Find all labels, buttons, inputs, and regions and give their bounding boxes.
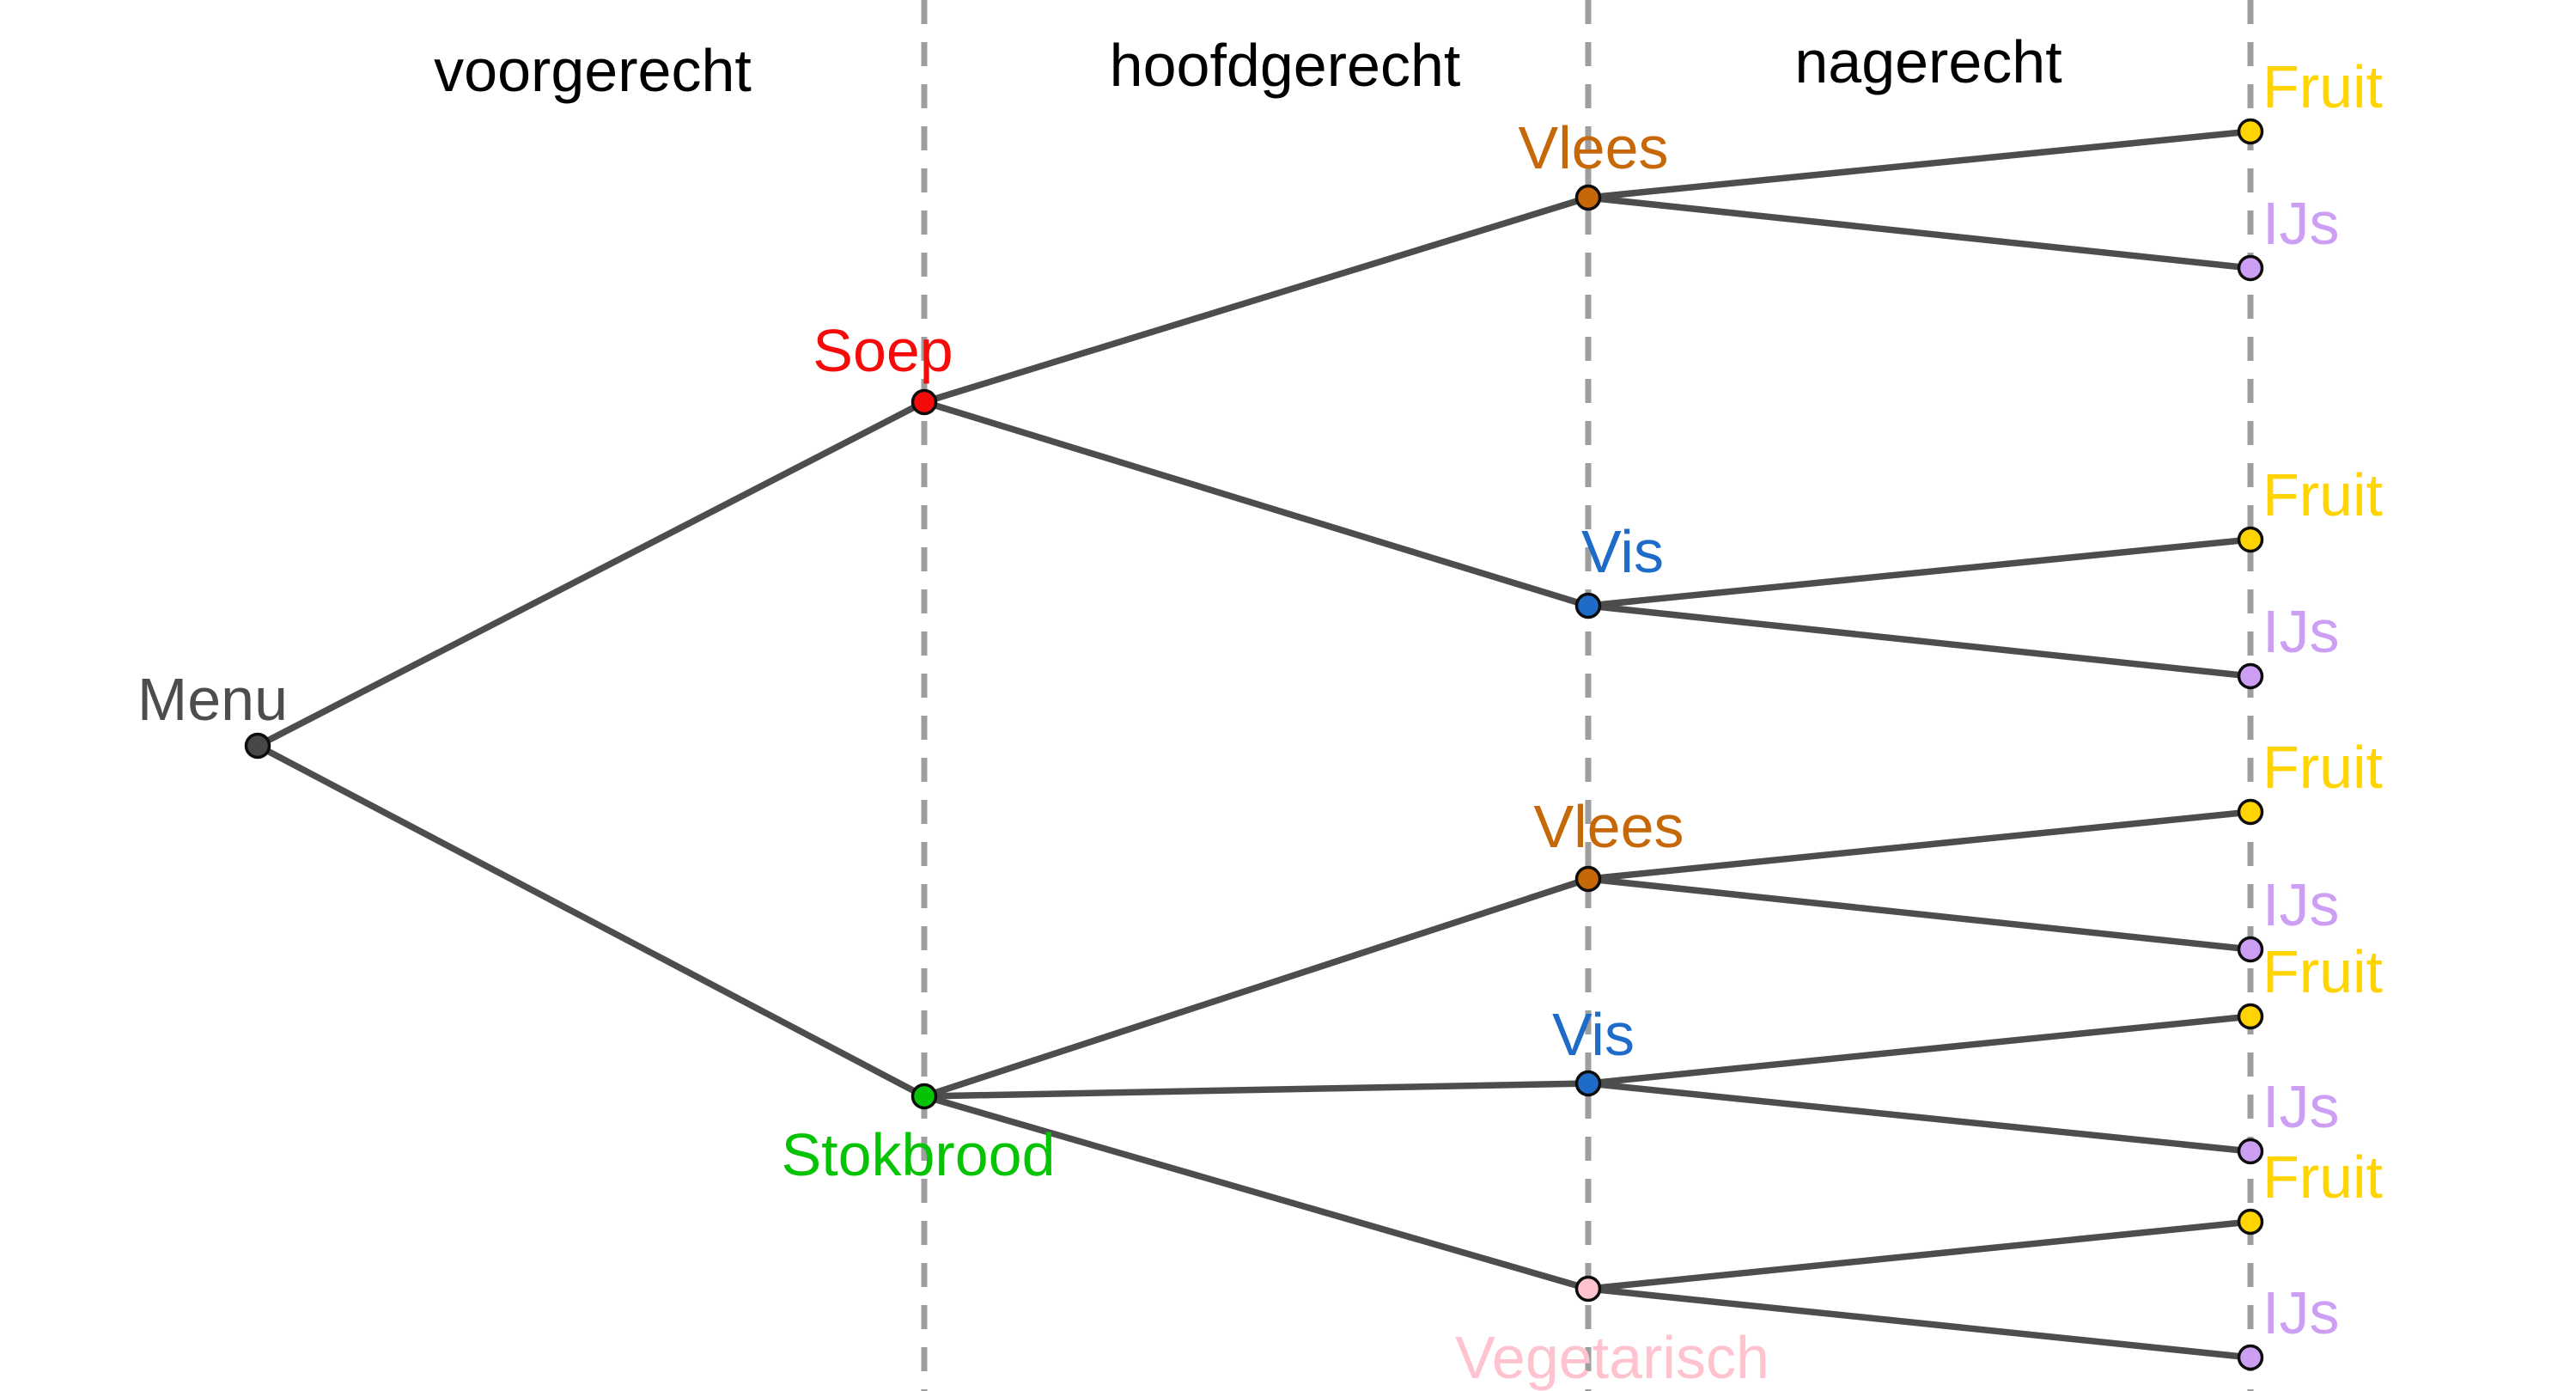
node-fruit-1: [2237, 118, 2264, 145]
label-fruit-5: Fruit: [2262, 1144, 2383, 1211]
tree-edges: [254, 128, 2254, 1361]
edge-vis1-ijs: [1585, 602, 2254, 680]
tree-nodes: [244, 118, 2264, 1371]
node-fruit-4: [2237, 1003, 2264, 1030]
label-vis-soep: Vis: [1581, 518, 1664, 585]
node-fruit-5: [2237, 1208, 2264, 1235]
edge-stokbrood-vegetarisch: [921, 1093, 1592, 1292]
edge-vegetarisch-fruit: [1585, 1218, 2254, 1292]
node-fruit-3: [2237, 798, 2264, 826]
label-vlees-soep: Vlees: [1518, 114, 1668, 181]
edge-vlees1-ijs: [1585, 194, 2254, 271]
label-soep: Soep: [813, 317, 953, 384]
edge-vis2-fruit: [1585, 1013, 2254, 1087]
label-ijs-2: IJs: [2262, 598, 2339, 665]
edge-menu-stokbrood: [254, 742, 928, 1100]
edge-vlees2-ijs: [1585, 875, 2254, 953]
label-ijs-5: IJs: [2262, 1279, 2339, 1346]
node-vegetarisch: [1574, 1275, 1602, 1303]
node-menu: [244, 732, 271, 760]
edge-vis1-fruit: [1585, 536, 2254, 609]
node-ijs-5: [2237, 1344, 2264, 1371]
stage-header-voorgerecht: voorgerecht: [434, 37, 752, 104]
stage-header-hoofdgerecht: hoofdgerecht: [1110, 32, 1461, 99]
node-vlees-soep: [1574, 184, 1602, 211]
node-ijs-4: [2237, 1138, 2264, 1165]
node-ijs-3: [2237, 936, 2264, 963]
edge-soep-vis: [921, 399, 1592, 609]
label-fruit-1: Fruit: [2262, 53, 2383, 120]
label-ijs-3: IJs: [2262, 871, 2339, 938]
label-fruit-4: Fruit: [2262, 938, 2383, 1005]
edge-stokbrood-vis: [921, 1080, 1592, 1100]
label-ijs-1: IJs: [2262, 190, 2339, 257]
edge-soep-vlees: [921, 194, 1592, 406]
node-labels: Menu Soep Stokbrood Vlees Vis Vlees Vis …: [137, 53, 2383, 1391]
stage-headers: voorgerecht hoofdgerecht nagerecht: [434, 28, 2062, 104]
node-vis-stokbrood: [1574, 1070, 1602, 1097]
node-vlees-stokbrood: [1574, 865, 1602, 893]
label-vlees-stokbrood: Vlees: [1533, 793, 1684, 860]
node-ijs-2: [2237, 662, 2264, 690]
edge-vis2-ijs: [1585, 1080, 2254, 1155]
node-stokbrood: [910, 1083, 938, 1110]
label-menu: Menu: [137, 666, 288, 733]
label-ijs-4: IJs: [2262, 1073, 2339, 1140]
edge-vlees2-fruit: [1585, 808, 2254, 882]
edge-stokbrood-vlees: [921, 875, 1592, 1100]
edge-menu-soep: [254, 399, 928, 749]
edge-vegetarisch-ijs: [1585, 1285, 2254, 1361]
node-vis-soep: [1574, 592, 1602, 619]
label-vis-stokbrood: Vis: [1552, 1001, 1635, 1068]
label-vegetarisch: Vegetarisch: [1455, 1324, 1769, 1391]
label-stokbrood: Stokbrood: [781, 1121, 1055, 1188]
node-fruit-2: [2237, 526, 2264, 553]
node-soep: [910, 388, 938, 416]
stage-header-nagerecht: nagerecht: [1794, 28, 2061, 95]
node-ijs-1: [2237, 254, 2264, 282]
edge-vlees1-fruit: [1585, 128, 2254, 201]
label-fruit-2: Fruit: [2262, 461, 2383, 528]
label-fruit-3: Fruit: [2262, 734, 2383, 801]
